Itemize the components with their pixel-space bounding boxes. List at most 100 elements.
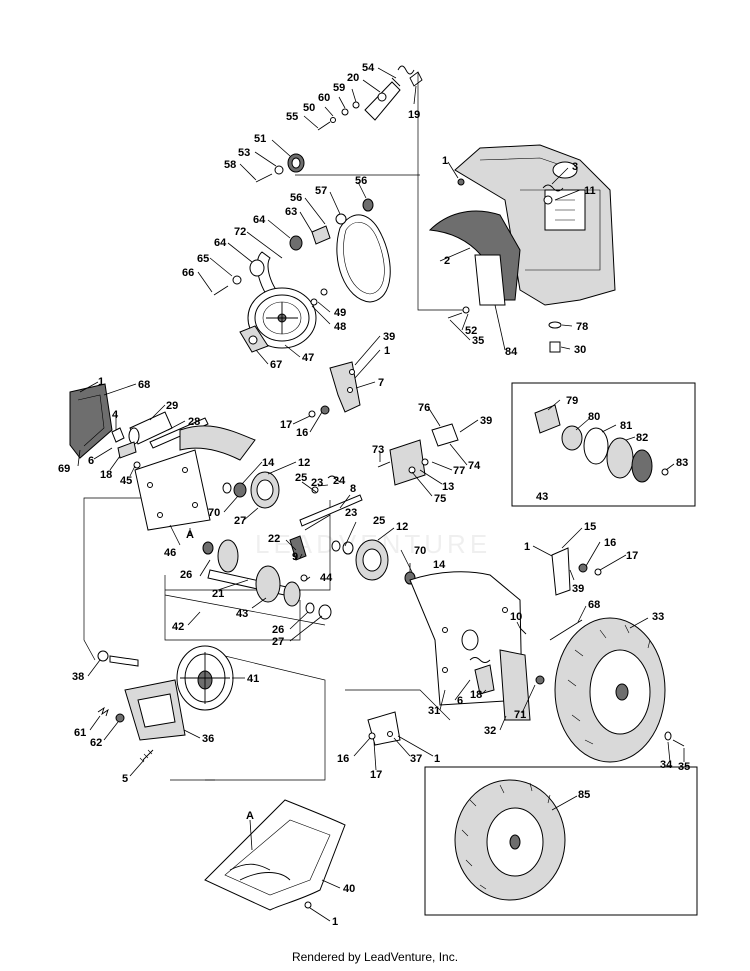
callout-7: 7 [378,377,384,389]
callout-22: 22 [268,533,280,545]
callout-63: 63 [285,206,297,218]
callout-11: 11 [584,185,596,197]
callout-labels: 54 20 59 60 50 55 19 51 53 58 1 3 11 56 … [58,62,690,928]
callout-66: 66 [182,267,194,279]
callout-19: 19 [408,109,420,121]
tire-inset [424,766,698,916]
callout-55: 55 [286,111,298,123]
callout-18: 18 [100,469,112,481]
callout-35: 35 [678,761,690,773]
callout-27: 27 [234,515,246,527]
callout-12: 12 [396,521,408,533]
callout-26: 26 [180,569,192,581]
callout-70: 70 [414,545,426,557]
callout-10: 10 [510,611,522,623]
callout-59: 59 [333,82,345,94]
callout-1: 1 [332,916,338,928]
callout-34: 34 [660,759,673,771]
callout-13: 13 [442,481,454,493]
callout-80: 80 [588,411,600,423]
callout-49: 49 [334,307,346,319]
callout-1: 1 [384,345,390,357]
callout-16: 16 [604,537,616,549]
callout-38: 38 [72,671,84,683]
callout-17: 17 [280,419,292,431]
callout-56: 56 [290,192,302,204]
callout-51: 51 [254,133,266,145]
callout-37: 37 [410,753,422,765]
callout-27: 27 [272,636,284,648]
differential-inset [511,382,696,507]
callout-41: 41 [247,673,259,685]
callout-15: 15 [584,521,596,533]
leader-lines [77,67,685,922]
callout-33: 33 [652,611,664,623]
callout-39: 39 [480,415,492,427]
callout-23: 23 [311,477,323,489]
callout-5: 5 [122,773,128,785]
callout-1: 1 [442,155,448,167]
callout-60: 60 [318,92,330,104]
callout-26: 26 [272,624,284,636]
callout-43: 43 [236,608,248,620]
callout-3: 3 [572,161,578,173]
callout-53: 53 [238,147,250,159]
callout-14: 14 [262,457,275,469]
side-plate-part [134,449,211,531]
callout-8: 8 [350,483,356,495]
callout-47: 47 [302,352,314,364]
callout-78: 78 [576,321,588,333]
callout-29: 29 [166,400,178,412]
callout-17: 17 [626,550,638,562]
callout-35: 35 [472,335,484,347]
belt-part [336,214,391,303]
callout-44: 44 [320,572,333,584]
callout-21: 21 [212,588,224,600]
right-housing-group [367,547,685,763]
callout-71: 71 [514,709,526,721]
callout-A: A [246,810,254,822]
lever-arm-part [329,361,361,413]
callout-18: 18 [470,689,482,701]
callout-16: 16 [296,427,308,439]
callout-2: 2 [444,255,450,267]
callout-1: 1 [524,541,530,553]
callout-57: 57 [315,185,327,197]
gear-shaft-group [164,423,459,626]
callout-12: 12 [298,457,310,469]
callout-50: 50 [303,102,315,114]
callout-77: 77 [453,465,465,477]
callout-67: 67 [270,359,282,371]
callout-54: 54 [362,62,375,74]
callout-42: 42 [172,621,184,633]
callout-6: 6 [88,455,94,467]
callout-20: 20 [347,72,359,84]
callout-62: 62 [90,737,102,749]
left-housing-group [69,361,361,531]
callout-28: 28 [188,416,200,428]
skid-plate-group [204,799,346,911]
callout-84: 84 [505,346,518,358]
callout-68: 68 [588,599,600,611]
engine-group [428,144,616,353]
callout-14: 14 [433,559,446,571]
callout-82: 82 [636,432,648,444]
callout-32: 32 [484,725,496,737]
callout-43: 43 [536,491,548,503]
callout-9: 9 [292,551,298,563]
callout-36: 36 [202,733,214,745]
callout-1: 1 [434,753,440,765]
callout-58: 58 [224,159,236,171]
callout-64: 64 [253,214,266,226]
phantom-outlines [83,72,465,781]
callout-75: 75 [434,493,446,505]
callout-65: 65 [197,253,209,265]
callout-81: 81 [620,420,632,432]
callout-45: 45 [120,475,132,487]
callout-4: 4 [112,409,119,421]
callout-76: 76 [418,402,430,414]
callout-6: 6 [457,695,463,707]
callout-1: 1 [98,376,104,388]
callout-70: 70 [208,507,220,519]
